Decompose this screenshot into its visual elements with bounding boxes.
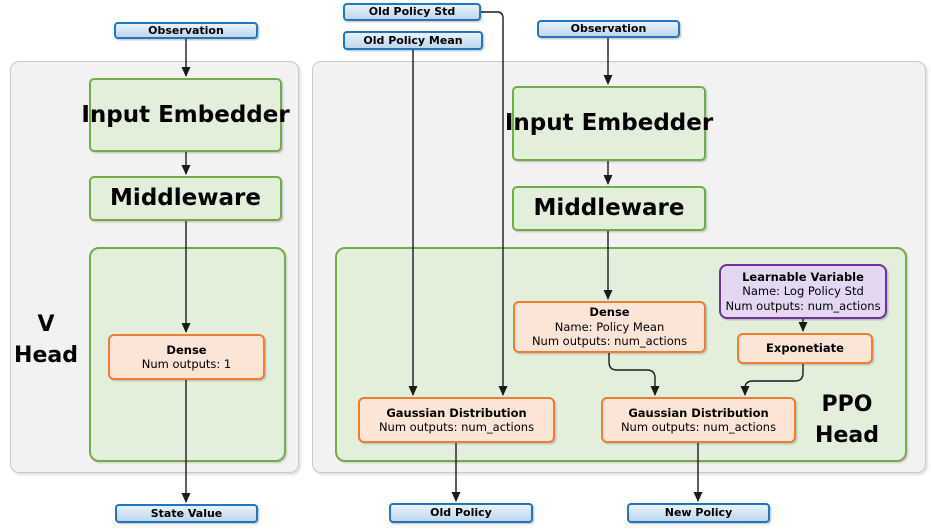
ppo-middleware-node: Middleware [512, 186, 706, 231]
v-input-embedder-node: Input Embedder [81, 78, 290, 152]
ppo-head-label: PPO Head [800, 390, 894, 452]
gaussian-new-num-outputs: Num outputs: num_actions [620, 420, 777, 434]
learnable-variable-name: Name: Log Policy Std [742, 284, 864, 299]
old-policy-output-node: Old Policy [389, 503, 533, 523]
learnable-variable-title: Learnable Variable [742, 269, 864, 284]
ppo-head-label-line1: PPO [821, 392, 873, 417]
v-head-label: V Head [6, 310, 86, 372]
v-observation-node: Observation [114, 22, 258, 39]
old-policy-std-node: Old Policy Std [343, 3, 481, 21]
v-middleware-node: Middleware [89, 176, 282, 221]
ppo-input-embedder-node: Input Embedder [505, 86, 713, 161]
ppo-dense-title: Dense [589, 305, 630, 320]
v-head-label-line1: V [37, 312, 55, 337]
ppo-dense-policy-mean-node: Dense Name: Policy Mean Num outputs: num… [513, 301, 706, 353]
learnable-variable-num-outputs: Num outputs: num_actions [725, 298, 881, 313]
ppo-dense-name: Name: Policy Mean [554, 319, 665, 334]
learnable-variable-node: Learnable Variable Name: Log Policy Std … [719, 264, 887, 319]
v-dense-num-outputs: Num outputs: 1 [141, 357, 232, 371]
gaussian-distribution-old-node: Gaussian Distribution Num outputs: num_a… [358, 397, 555, 443]
ppo-observation-node: Observation [537, 20, 680, 38]
gaussian-old-title: Gaussian Distribution [386, 405, 527, 420]
ppo-head-label-line2: Head [815, 422, 879, 448]
state-value-node: State Value [115, 504, 258, 523]
v-dense-title: Dense [166, 342, 207, 357]
old-policy-mean-node: Old Policy Mean [343, 31, 483, 50]
gaussian-distribution-new-node: Gaussian Distribution Num outputs: num_a… [601, 397, 796, 443]
v-dense-node: Dense Num outputs: 1 [108, 334, 265, 380]
exponetiate-title: Exponetiate [766, 341, 844, 356]
new-policy-output-node: New Policy [627, 503, 770, 523]
v-head-label-line2: Head [14, 342, 78, 368]
gaussian-new-title: Gaussian Distribution [628, 405, 769, 420]
ppo-dense-num-outputs: Num outputs: num_actions [531, 334, 688, 349]
exponetiate-node: Exponetiate [737, 333, 873, 364]
gaussian-old-num-outputs: Num outputs: num_actions [378, 420, 535, 434]
